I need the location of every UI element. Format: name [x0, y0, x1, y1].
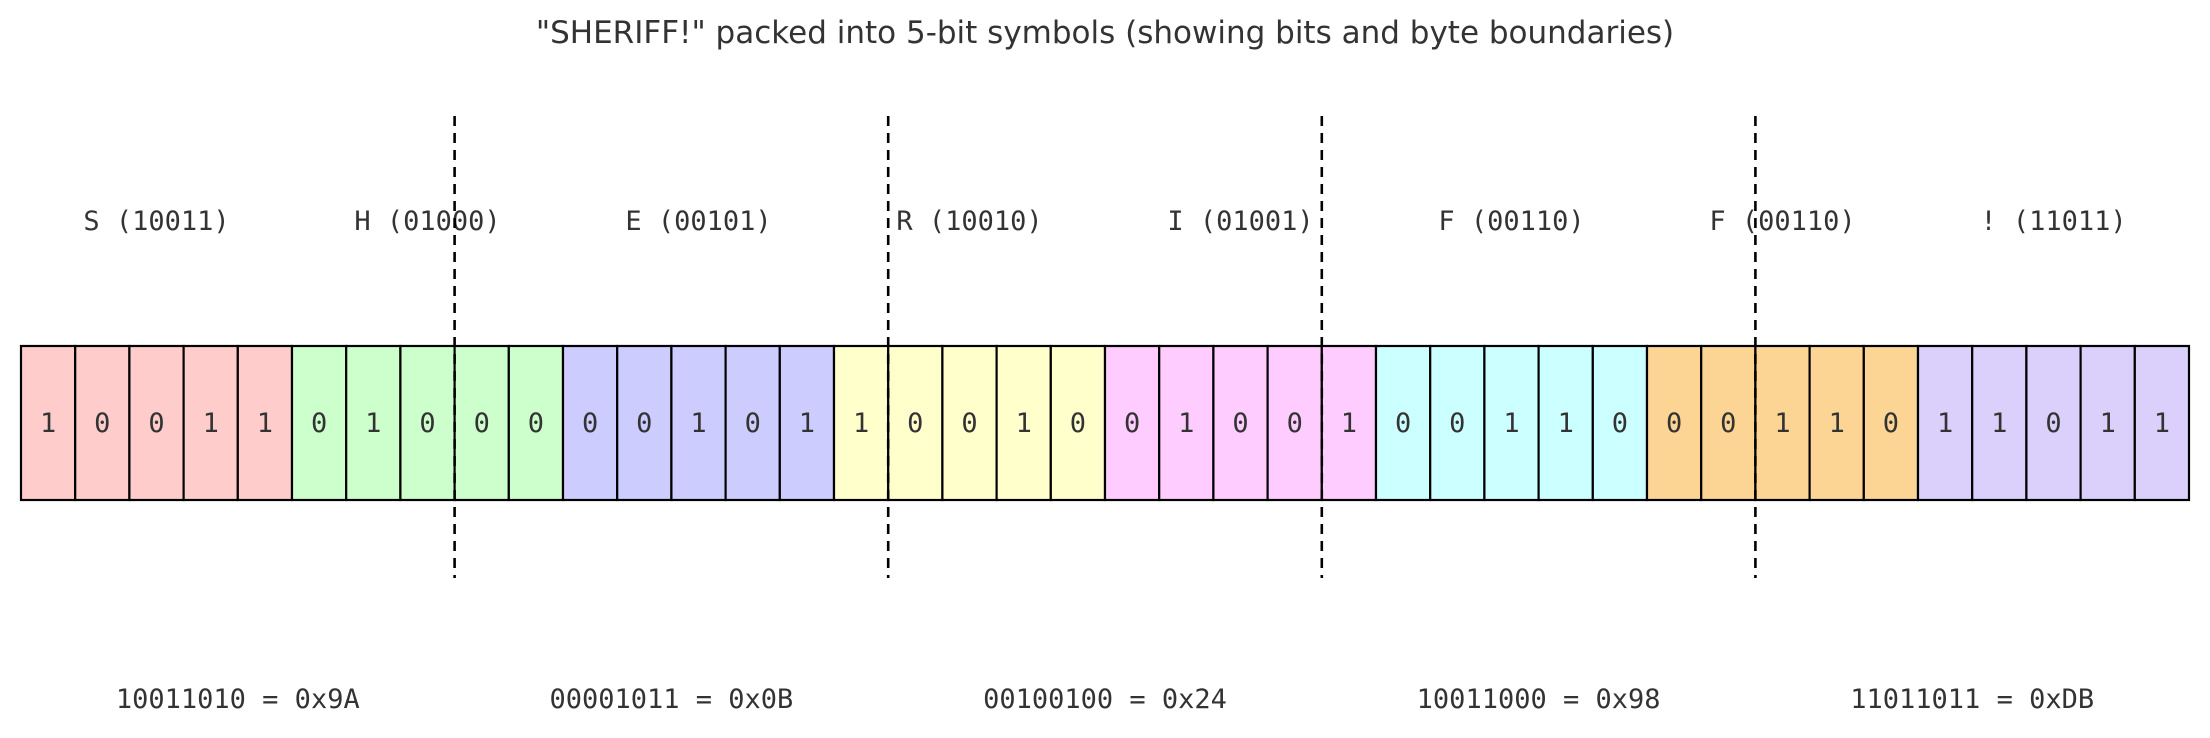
- bit-value: 1: [1937, 408, 1953, 439]
- bit-cell: [399, 344, 456, 502]
- bit-value: 0: [1124, 408, 1140, 439]
- bit-value: 0: [1612, 408, 1628, 439]
- bit-value: 1: [799, 408, 815, 439]
- bit-cell: [290, 344, 348, 502]
- bit-value: 0: [1883, 408, 1899, 439]
- bit-cell: [507, 344, 565, 502]
- symbol-label: I (01001): [1167, 206, 1313, 237]
- bit-cell: [19, 344, 77, 502]
- bit-value: 1: [1016, 408, 1032, 439]
- bit-value: 1: [257, 408, 273, 439]
- symbol-label: E (00101): [625, 206, 771, 237]
- bit-value: 1: [1178, 408, 1194, 439]
- bit-cell: [941, 344, 998, 502]
- symbol-label: H (01000): [354, 206, 500, 237]
- bit-value: 0: [1232, 408, 1248, 439]
- byte-label: 00001011 = 0x0B: [549, 684, 793, 715]
- bit-value: 1: [40, 408, 56, 439]
- bit-cell: [1483, 344, 1540, 502]
- bit-value: 0: [1287, 408, 1303, 439]
- bit-cell: [616, 344, 673, 502]
- bit-value: 0: [907, 408, 923, 439]
- bit-cell: [1971, 344, 2028, 502]
- bit-value: 1: [1774, 408, 1790, 439]
- bit-cell: [1916, 344, 1974, 502]
- bit-cell: [1862, 344, 1920, 502]
- bit-value: 0: [528, 408, 544, 439]
- bit-cell: [2133, 344, 2191, 502]
- byte-boundaries: [453, 116, 1757, 578]
- bit-cell: [1320, 344, 1378, 502]
- bit-value: 0: [1395, 408, 1411, 439]
- bit-value: 1: [365, 408, 381, 439]
- byte-label: 10011000 = 0x98: [1417, 684, 1661, 715]
- bit-value: 0: [1449, 408, 1465, 439]
- bit-cell: [345, 344, 402, 502]
- bit-value: 0: [311, 408, 327, 439]
- bit-value: 1: [853, 408, 869, 439]
- bit-value: 1: [2100, 408, 2116, 439]
- bit-value: 1: [1503, 408, 1519, 439]
- diagram-title: "SHERIFF!" packed into 5-bit symbols (sh…: [536, 15, 1674, 51]
- symbol-labels: S (10011) H (01000) E (00101) R (10010) I (0…: [83, 206, 2126, 237]
- bit-cell: [1429, 344, 1486, 502]
- byte-label: 11011011 = 0xDB: [1850, 684, 2094, 715]
- bit-cell: [1808, 344, 1865, 502]
- bit-value: 0: [745, 408, 761, 439]
- bit-value: 1: [690, 408, 706, 439]
- bit-cell: [1103, 344, 1161, 502]
- bit-cell: [1049, 344, 1107, 502]
- bit-value: 1: [1341, 408, 1357, 439]
- bit-cell: [74, 344, 131, 502]
- bit-cell: [670, 344, 727, 502]
- bit-cell: [236, 344, 294, 502]
- bit-value: 0: [582, 408, 598, 439]
- bit-cell: [995, 344, 1052, 502]
- bit-cell: [2025, 344, 2082, 502]
- byte-label: 10011010 = 0x9A: [116, 684, 360, 715]
- symbol-label: F (00110): [1709, 206, 1855, 237]
- bit-value: 1: [203, 408, 219, 439]
- bit-value: 0: [94, 408, 110, 439]
- bit-value: 0: [1666, 408, 1682, 439]
- symbol-label: S (10011): [83, 206, 229, 237]
- bit-value: 1: [1829, 408, 1845, 439]
- bit-value: 0: [419, 408, 435, 439]
- bit-value: 0: [2045, 408, 2061, 439]
- bit-value: 0: [1070, 408, 1086, 439]
- bit-cell: [128, 344, 185, 502]
- symbol-label: R (10010): [896, 206, 1042, 237]
- bit-value: 0: [961, 408, 977, 439]
- bit-value: 0: [148, 408, 164, 439]
- bit-cell: [1537, 344, 1594, 502]
- symbol-label: ! (11011): [1980, 206, 2126, 237]
- bit-value: 0: [1720, 408, 1736, 439]
- bit-cell: [724, 344, 781, 502]
- bit-value: 1: [1991, 408, 2007, 439]
- bit-value: 0: [474, 408, 490, 439]
- bit-cell: [1645, 344, 1703, 502]
- byte-label: 00100100 = 0x24: [983, 684, 1227, 715]
- bit-value: 1: [1558, 408, 1574, 439]
- bit-cell: [1212, 344, 1269, 502]
- byte-labels: 10011010 = 0x9A 00001011 = 0x0B 00100100 =…: [116, 684, 2094, 715]
- bit-cell: [1158, 344, 1215, 502]
- bit-value: 1: [2154, 408, 2170, 439]
- bit-cell: [832, 344, 890, 502]
- bit-cells: 1 0 0 1 1 0 1 0 0 0 0 0 1 0 1 1 0 0 1 0 0 1 0 0 1 0 0 1 1 0 0 0 1 1 0 1 1 0 1 1: [19, 344, 2191, 502]
- bit-value: 0: [636, 408, 652, 439]
- symbol-label: F (00110): [1438, 206, 1584, 237]
